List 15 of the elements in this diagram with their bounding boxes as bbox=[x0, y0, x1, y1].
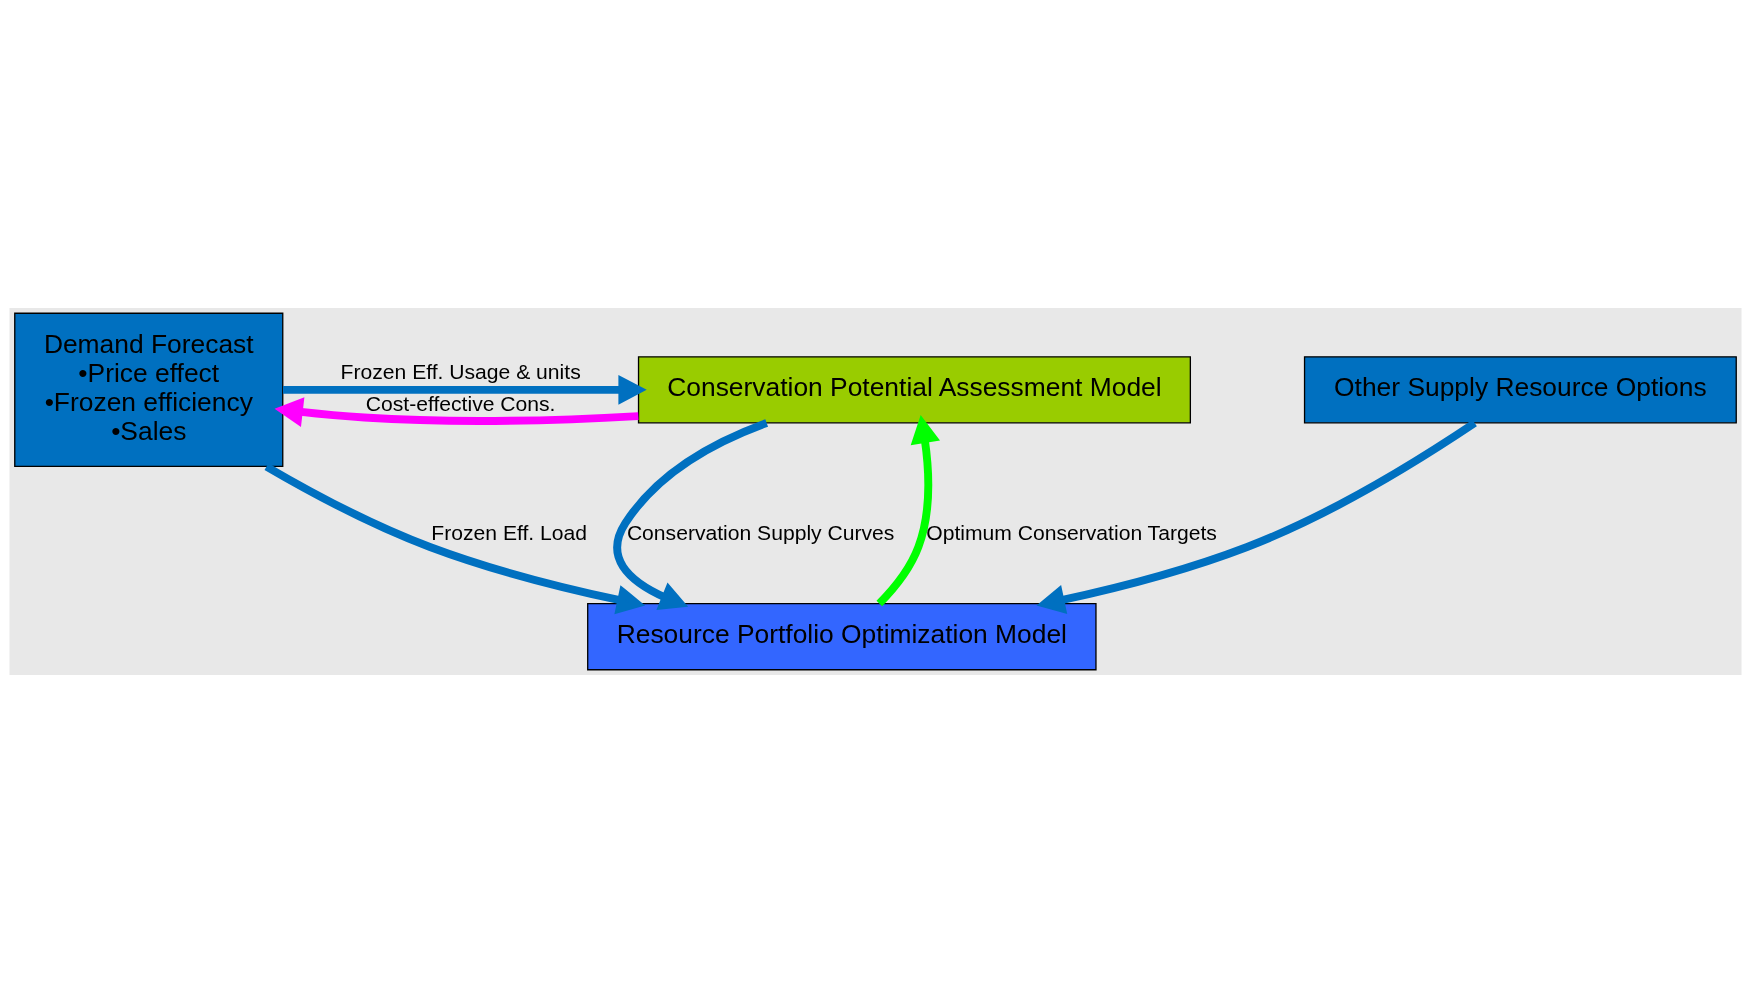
edge-label: Optimum Conservation Targets bbox=[926, 520, 1217, 544]
node-box: Other Supply Resource Options bbox=[1303, 355, 1737, 423]
edge-label: Frozen Eff. Usage & units bbox=[340, 359, 581, 383]
node-box: Resource Portfolio Optimization Model bbox=[587, 602, 1097, 670]
edge-label: Conservation Supply Curves bbox=[626, 520, 895, 544]
arrow bbox=[283, 374, 647, 405]
edge-label: Cost-effective Cons. bbox=[365, 391, 556, 415]
edge-label: Frozen Eff. Load bbox=[431, 520, 587, 544]
node-box: Demand Forecast •Price effect •Frozen efficiency •Sales bbox=[14, 312, 284, 467]
arrow bbox=[264, 462, 646, 614]
arrow bbox=[274, 396, 639, 427]
arrow bbox=[1036, 419, 1477, 614]
node-box: Conservation Potential Assessment Model bbox=[637, 355, 1191, 423]
arrow bbox=[613, 418, 769, 610]
arrow bbox=[876, 414, 940, 606]
